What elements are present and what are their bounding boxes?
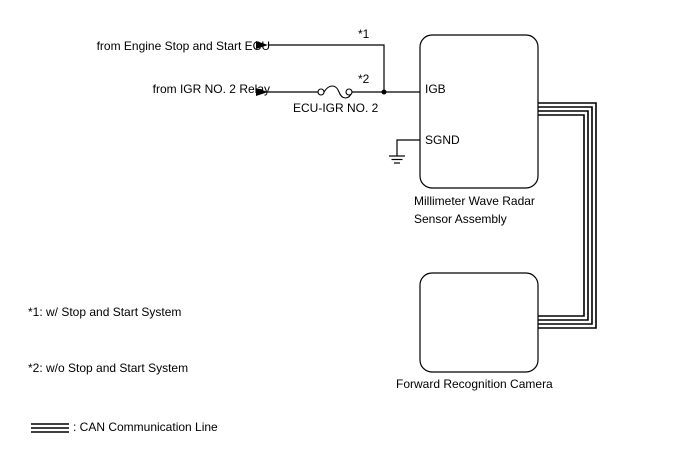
camera-name: Forward Recognition Camera xyxy=(396,377,553,391)
radar-name-line1: Millimeter Wave Radar xyxy=(414,194,535,208)
radar-name-line2: Sensor Assembly xyxy=(414,212,507,226)
note-2: *2: w/o Stop and Start System xyxy=(28,361,188,375)
engine-ecu-wire xyxy=(268,44,385,92)
note-1: *1: w/ Stop and Start System xyxy=(28,305,181,319)
legend-can-label: : CAN Communication Line xyxy=(73,420,218,434)
igr-relay-label: from IGR NO. 2 Relay xyxy=(153,82,270,96)
legend-can-symbol xyxy=(31,423,69,433)
pin-igb: IGB xyxy=(425,82,446,96)
junction-dot xyxy=(381,89,387,95)
igr-relay-arrow xyxy=(256,88,268,96)
marker-2: *2 xyxy=(358,72,370,86)
can-bus-line xyxy=(538,102,597,329)
engine-ecu-arrow xyxy=(256,41,268,49)
fuse-label: ECU-IGR NO. 2 xyxy=(293,101,379,115)
engine-ecu-label: from Engine Stop and Start ECU xyxy=(97,39,270,53)
ground-icon xyxy=(389,139,420,164)
radar-sensor-box xyxy=(419,34,539,189)
fuse-symbol xyxy=(317,85,353,99)
marker-1: *1 xyxy=(358,27,370,41)
camera-box xyxy=(419,272,539,373)
pin-sgnd: SGND xyxy=(425,133,460,147)
